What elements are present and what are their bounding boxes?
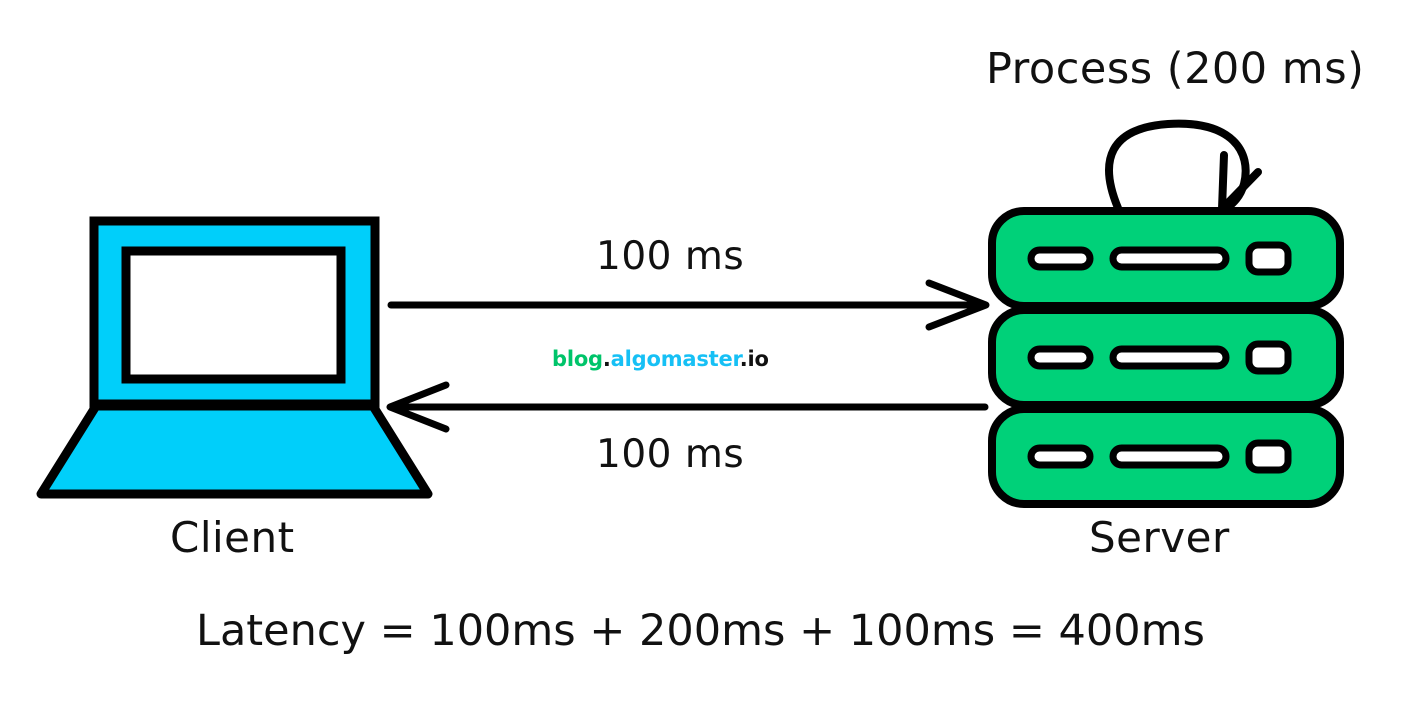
laptop-screen — [121, 246, 346, 384]
watermark-algomaster: algomaster — [610, 347, 740, 371]
watermark-blog: blog — [552, 347, 603, 371]
client-label: Client — [170, 513, 295, 562]
rack-led-long — [1109, 345, 1230, 370]
watermark-dot-2: . — [739, 347, 748, 371]
laptop-icon — [36, 216, 433, 499]
watermark-io: io — [747, 347, 769, 371]
rack-led-short — [1027, 246, 1094, 271]
process-self-loop-arrow — [1105, 119, 1262, 214]
request-arrow — [387, 279, 990, 331]
watermark-dot-1: . — [602, 347, 611, 371]
rack-led-block — [1245, 340, 1292, 375]
process-title: Process (200 ms) — [986, 44, 1365, 94]
request-latency-label: 100 ms — [596, 234, 745, 279]
rack-led-short — [1027, 444, 1094, 469]
laptop-base — [36, 401, 433, 499]
self-loop-arrow-head — [1218, 151, 1262, 213]
server-label: Server — [1089, 513, 1230, 562]
response-arrow — [386, 381, 989, 433]
rack-led-block — [1245, 439, 1292, 474]
server-rack-unit-2 — [988, 306, 1344, 409]
server-rack-unit-1 — [988, 207, 1344, 310]
rack-led-short — [1027, 345, 1094, 370]
server-rack-icon — [988, 207, 1344, 508]
rack-led-long — [1109, 444, 1230, 469]
response-arrow-head — [386, 381, 450, 433]
request-arrow-head — [925, 279, 990, 331]
server-rack-unit-3 — [988, 405, 1344, 508]
rack-led-block — [1245, 241, 1292, 276]
response-latency-label: 100 ms — [596, 432, 745, 477]
rack-led-long — [1109, 246, 1230, 271]
watermark: blog.algomaster.io — [552, 347, 769, 371]
latency-formula: Latency = 100ms + 200ms + 100ms = 400ms — [196, 606, 1205, 656]
